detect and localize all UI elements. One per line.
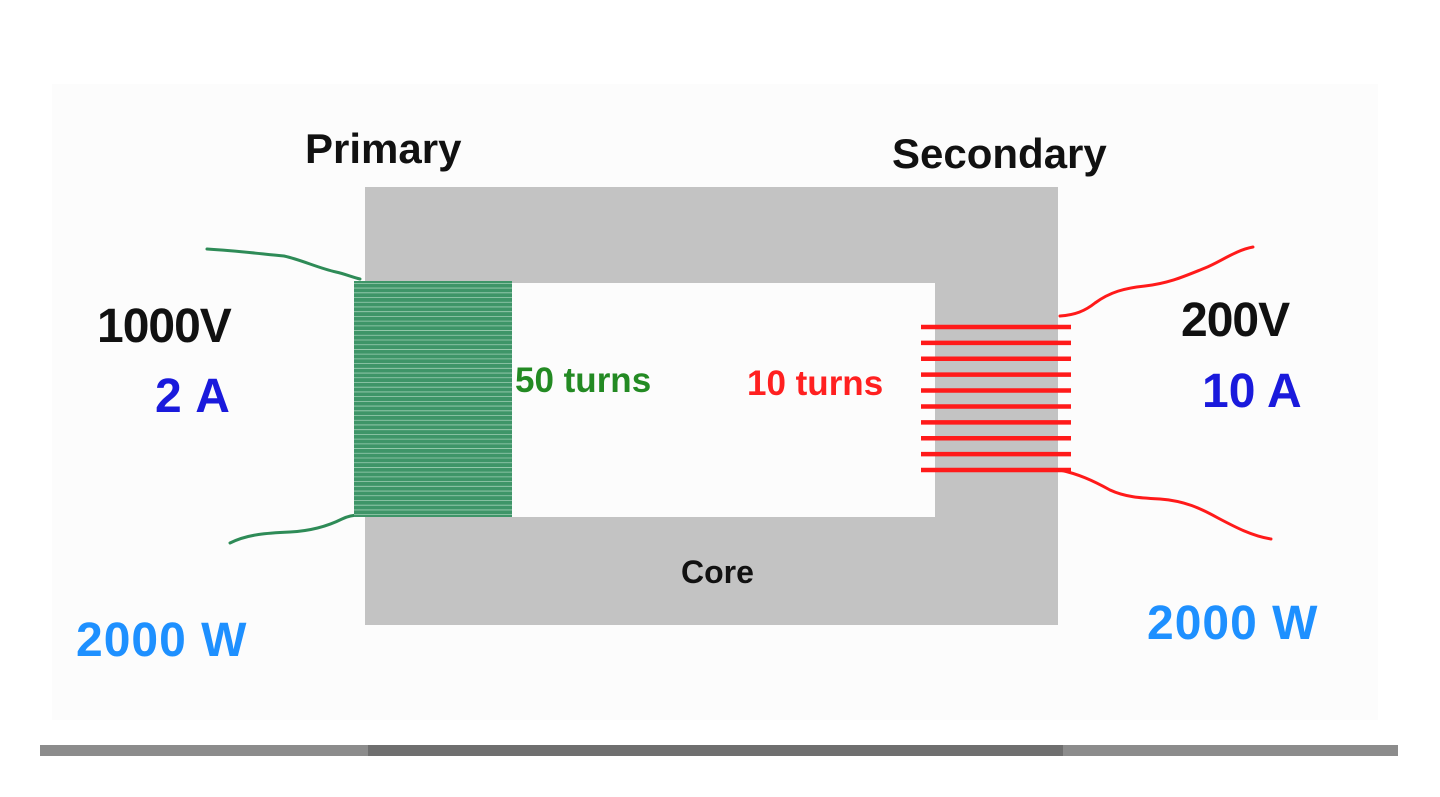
primary-winding-body <box>354 281 512 517</box>
secondary-lead-bottom <box>1058 468 1273 541</box>
secondary-lead-top <box>1058 245 1255 318</box>
baseline-bar-shade <box>368 745 1063 756</box>
secondary-winding <box>921 324 1071 473</box>
primary-turns-label: 50 turns <box>515 361 652 400</box>
primary-current: 2 A <box>155 370 231 423</box>
secondary-turns-label: 10 turns <box>747 364 884 403</box>
secondary-power: 2000 W <box>1147 597 1319 650</box>
primary-voltage: 1000V <box>97 300 232 353</box>
secondary-title: Secondary <box>892 130 1107 177</box>
core-label: Core <box>681 554 754 590</box>
primary-lead-top <box>205 247 362 281</box>
primary-lead-bottom <box>228 513 362 545</box>
primary-winding <box>354 281 512 517</box>
secondary-current: 10 A <box>1202 365 1302 418</box>
primary-title: Primary <box>305 125 462 172</box>
secondary-voltage: 200V <box>1181 294 1290 347</box>
primary-power: 2000 W <box>76 614 248 667</box>
